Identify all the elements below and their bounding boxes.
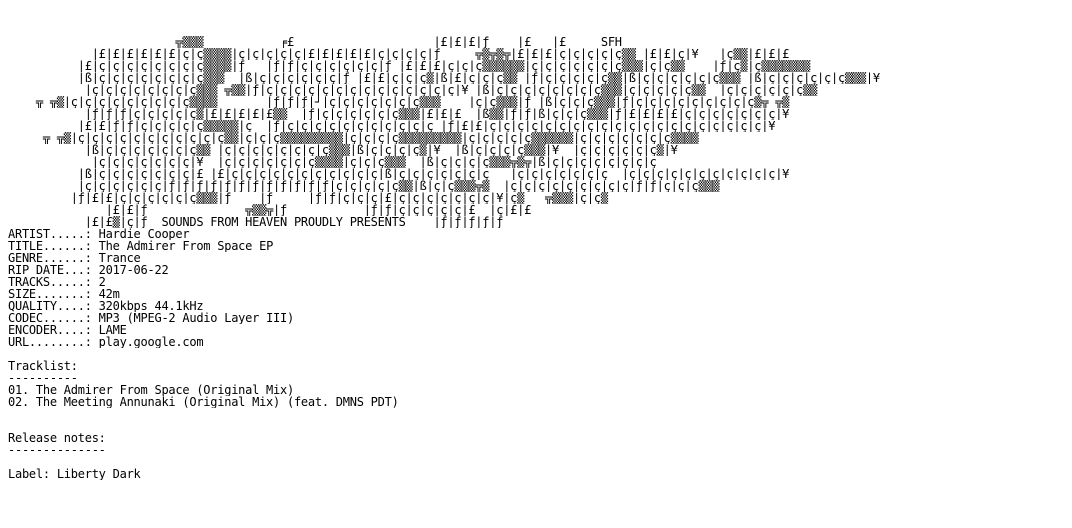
ascii-art-line: |ß|ç|ç|ç|ç|ç|ç|ç▒▒ |ç|ç|ç|ç|ç|ç|ç|ç▒▒▒|ß… bbox=[8, 144, 678, 156]
quality-value: 320kbps 44.1kHz bbox=[98, 300, 204, 312]
artist-value: Hardie Cooper bbox=[98, 228, 190, 240]
ascii-art-line bbox=[8, 12, 1068, 24]
track-item-2: 02. The Meeting Annunaki (Original Mix) … bbox=[8, 396, 399, 408]
info-tracks: TRACKS.....: 2 bbox=[8, 276, 106, 288]
ascii-art-line: |ç|ç|ç|ç|ç|ç|ç|¥ |ç|ç|ç|ç|ç|ç|ç▒▒▒▒|ç|ç|… bbox=[8, 156, 657, 168]
ascii-art-line: |ß|ç|ç|ç|ç|ç|ç|ç|£ |£|ç|ç|ç|ç|ç|ç|ç|ç|ç|… bbox=[8, 168, 790, 180]
codec-value: MP3 (MPEG-2 Audio Layer III) bbox=[98, 312, 295, 324]
tracklist-heading: Tracklist: bbox=[8, 360, 78, 372]
release-notes-underline: -------------- bbox=[8, 444, 106, 456]
ascii-art-line: |£|ç|ç|ç|ç|ç|ç|ç|ç▒▒▒▒|ƒ |ƒ|ƒ|ç|ç|ç|ç|ç|… bbox=[8, 60, 811, 72]
info-rip-date: RIP DATE...: 2017-06-22 bbox=[8, 264, 169, 276]
release-notes-heading: Release notes: bbox=[8, 432, 106, 444]
ascii-art-line: |£|£|£|£|£|£|ç|ç▒▒▒▒|ç|ç|ç|ç|ç|£|£|£|£|£… bbox=[8, 48, 790, 60]
info-genre: GENRE......: Trance bbox=[8, 252, 141, 264]
ascii-art-line: ╦▒▒▒ ╒£ |£|£|£|ƒ |£ |£ SFH bbox=[8, 36, 622, 48]
spacer bbox=[8, 456, 1068, 468]
info-size: SIZE.......: 42m bbox=[8, 288, 120, 300]
nfo-document: ╦▒▒▒ ╒£ |£|£|£|ƒ |£ |£ SFH |£|£|£|£|£|£|… bbox=[8, 0, 1068, 480]
ascii-art-line: |ç|ç|ç|ç|ç|ç|ç|ç▒▒▒ ╦▒▒|ƒ|ç|ç|ç|ç|ç|ç|ç|… bbox=[8, 84, 818, 96]
genre-value: Trance bbox=[98, 252, 141, 264]
label-line: Label: Liberty Dark bbox=[8, 468, 141, 480]
spacer bbox=[8, 348, 1068, 360]
info-title: TITLE......: The Admirer From Space EP bbox=[8, 240, 274, 252]
info-url: URL........: play.google.com bbox=[8, 336, 204, 348]
title-value: The Admirer From Space EP bbox=[98, 240, 274, 252]
ascii-art-line: |ƒ|£|£|ç|ç|ç|ç|ç|ç▒▒▒|ƒ |ƒ |ƒ|ƒ|ç|ç|ç|£|… bbox=[8, 192, 608, 204]
spacer bbox=[8, 408, 1068, 420]
ascii-art-line: |£|£▒|ç|ƒ SOUNDS FROM HEAVEN PROUDLY PRE… bbox=[8, 216, 504, 228]
ascii-art-line bbox=[8, 24, 1068, 36]
info-encoder: ENCODER....: LAME bbox=[8, 324, 127, 336]
encoder-value: LAME bbox=[98, 324, 127, 336]
ascii-art-line: |ƒ|ƒ|ƒ|ç|ç|ç|ç|ç▒|£|£|£|£|£▒▒ |ƒ|ç|ç|ç|ç… bbox=[8, 108, 790, 120]
ascii-art-line bbox=[8, 0, 1068, 12]
ascii-art-line: |£|£|ƒ|ƒ|ç|ç|ç|ç|ç▒▒▒▒▒|ç |ƒ|ç|ç|ç|ç|ç|ç… bbox=[8, 120, 776, 132]
info-quality: QUALITY....: 320kbps 44.1kHz bbox=[8, 300, 204, 312]
ascii-art-line: |ß|ç|ç|ç|ç|ç|ç|ç|ç▒▒▒ |ß|ç|ç|ç|ç|ç|ç|ƒ |… bbox=[8, 72, 880, 84]
ascii-art-line: |ç|ç|ç|ç|ç|ç|ƒ|ƒ|ƒ|ƒ|ƒ|ƒ|ƒ|ƒ|ƒ|ƒ|ƒ|ƒ|ç|ç… bbox=[8, 180, 720, 192]
tracks-value: 2 bbox=[98, 276, 106, 288]
ascii-art-banner: ╦▒▒▒ ╒£ |£|£|£|ƒ |£ |£ SFH |£|£|£|£|£|£|… bbox=[8, 0, 1068, 228]
info-codec: CODEC......: MP3 (MPEG-2 Audio Layer III… bbox=[8, 312, 295, 324]
ascii-art-line: ╦ ╦▒|ç|ç|ç|ç|ç|ç|ç|ç|ç▒▒▒▒ |ƒ|ƒ|ƒ|┘|ç|ç|… bbox=[8, 96, 790, 108]
size-value: 42m bbox=[98, 288, 120, 300]
ascii-art-line: ╦ ╦▒|ç|ç|ç|ç|ç|ç|ç|ç|ç|ç|ç▒▒|ç|ç|ç▒▒▒▒▒▒… bbox=[8, 132, 699, 144]
tracklist-underline: ---------- bbox=[8, 372, 78, 384]
track-item-1: 01. The Admirer From Space (Original Mix… bbox=[8, 384, 294, 396]
info-artist: ARTIST.....: Hardie Cooper bbox=[8, 228, 190, 240]
spacer bbox=[8, 420, 1068, 432]
rip-date-value: 2017-06-22 bbox=[98, 264, 169, 276]
ascii-art-line: |£|£|ƒ ╦▒▒╦|ƒ |ƒ|ƒ|ç|ç|ç|ç|ç|£ |ç|£|£ bbox=[8, 204, 532, 216]
url-value: play.google.com bbox=[98, 336, 204, 348]
